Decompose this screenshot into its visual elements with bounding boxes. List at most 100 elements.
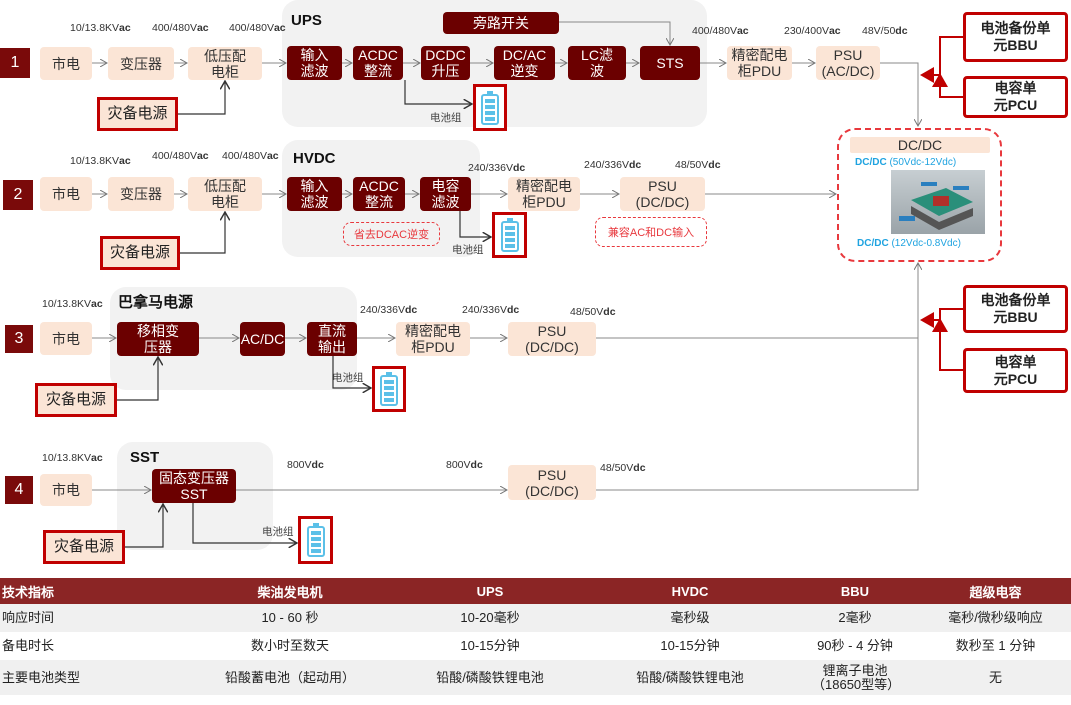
- note-ac-dc-input: 兼容AC和DC输入: [595, 217, 707, 247]
- table-header: UPS: [390, 578, 590, 604]
- table-cell: 无: [920, 660, 1071, 695]
- stage-acdc: AC/DC: [240, 322, 285, 356]
- voltage-label: 10/13.8KVac: [42, 298, 103, 310]
- stage-acdc: ACDC整流: [353, 46, 403, 80]
- table-cell: 10 - 60 秒: [190, 604, 390, 632]
- stage-solid-state-transformer: 固态变压器SST: [152, 469, 236, 503]
- battery-label: 电池组: [332, 372, 364, 384]
- table-cell: 响应时间: [0, 604, 190, 632]
- bbu-box: 电池备份单元BBU: [963, 12, 1068, 62]
- stage-phase-shift-transformer: 移相变压器: [117, 322, 199, 356]
- lv-cabinet-box: 低压配电柜: [188, 177, 262, 211]
- stage-cap-filter: 电容滤波: [420, 177, 471, 211]
- row-number-4: 4: [5, 476, 33, 504]
- grid-power-box: 市电: [40, 47, 92, 80]
- dcdc-stage-2: DC/DC (12Vdc-0.8Vdc): [857, 238, 961, 249]
- backup-power-box: 灾备电源: [97, 97, 178, 131]
- voltage-label: 230/400Vac: [784, 25, 841, 37]
- voltage-label: 48V/50dc: [862, 25, 908, 37]
- table-cell: 锂离子电池（18650型等）: [790, 660, 920, 695]
- table-cell: 铅酸蓄电池（起动用）: [190, 660, 390, 695]
- voltage-label: 10/13.8KVac: [42, 452, 103, 464]
- table-cell: 2毫秒: [790, 604, 920, 632]
- table-cell: 数秒至 1 分钟: [955, 638, 1036, 653]
- stage-sts: STS: [640, 46, 700, 80]
- psu-box: PSU (AC/DC): [816, 46, 880, 80]
- panama-label: 巴拿马电源: [118, 294, 194, 311]
- dcdc-title: DC/DC: [850, 137, 990, 153]
- voltage-label: 240/336Vdc: [584, 159, 642, 171]
- table-cell: 备电时长: [2, 638, 55, 653]
- psu-box: PSU (DC/DC): [508, 322, 596, 356]
- table-header: BBU: [790, 578, 920, 604]
- table-cell: 毫秒级: [590, 604, 790, 632]
- dcdc-stage-1: DC/DC (50Vdc-12Vdc): [855, 157, 957, 168]
- voltage-label: 240/336Vdc: [360, 304, 418, 316]
- voltage-label: 400/480Vac: [152, 22, 209, 34]
- transformer-box: 变压器: [108, 47, 174, 80]
- table-header: 柴油发电机: [190, 578, 390, 604]
- table-cell: 铅酸/磷酸铁锂电池: [590, 660, 790, 695]
- stage-dcac: DC/AC逆变: [494, 46, 555, 80]
- stage-lc-filter: LC滤波: [568, 46, 626, 80]
- battery-icon: [492, 212, 527, 258]
- stage-input-filter: 输入滤波: [287, 46, 342, 80]
- battery-label: 电池组: [430, 112, 462, 124]
- stage-dc-output: 直流输出: [307, 322, 357, 356]
- table-cell: 10-20毫秒: [390, 604, 590, 632]
- voltage-label: 400/480Vac: [222, 150, 279, 162]
- backup-power-box: 灾备电源: [43, 530, 125, 564]
- dcdc-group: [837, 128, 1002, 262]
- table-row: 主要电池类型铅酸蓄电池（起动用）铅酸/磷酸铁锂电池铅酸/磷酸铁锂电池锂离子电池（…: [0, 660, 1071, 695]
- voltage-label: 800Vdc: [446, 459, 483, 471]
- table-cell: 毫秒/微秒级响应: [920, 604, 1071, 632]
- table-header: 技术指标: [0, 578, 190, 604]
- voltage-label: 240/336Vdc: [462, 304, 520, 316]
- pdu-box: 精密配电柜PDU: [396, 322, 470, 356]
- note-no-dcac: 省去DCAC逆变: [343, 222, 440, 246]
- battery-icon: [372, 366, 406, 412]
- ups-label: UPS: [291, 12, 322, 29]
- psu-box: PSU (DC/DC): [508, 465, 596, 500]
- row-number-2: 2: [3, 180, 33, 210]
- voltage-label: 400/480Vac: [152, 150, 209, 162]
- pcu-box: 电容单元PCU: [963, 76, 1068, 118]
- bypass-switch-box: 旁路开关: [443, 12, 559, 34]
- stage-dcdc: DCDC升压: [421, 46, 470, 80]
- table-cell: 主要电池类型: [0, 660, 190, 695]
- table-cell: 数小时至数天: [250, 638, 329, 653]
- voltage-label: 48/50Vdc: [675, 159, 721, 171]
- row-number-1: 1: [0, 48, 30, 78]
- voltage-label: 10/13.8KVac: [70, 155, 131, 167]
- battery-label: 电池组: [262, 526, 294, 538]
- pdu-box: 精密配电柜PDU: [508, 177, 580, 211]
- stage-acdc: ACDC整流: [353, 177, 405, 211]
- backup-power-box: 灾备电源: [100, 236, 180, 270]
- table-cell: 10-15分钟: [460, 638, 520, 653]
- table-header: 超级电容: [920, 578, 1071, 604]
- chip-image: [891, 170, 985, 234]
- table-cell: 90秒 - 4 分钟: [817, 638, 893, 653]
- sst-label: SST: [130, 449, 160, 466]
- voltage-label: 10/13.8KVac: [70, 22, 131, 34]
- backup-power-box: 灾备电源: [35, 383, 117, 417]
- voltage-label: 48/50Vdc: [600, 462, 646, 474]
- stage-input-filter: 输入滤波: [287, 177, 342, 211]
- battery-label: 电池组: [452, 244, 484, 256]
- battery-icon: [473, 84, 507, 131]
- table-header: HVDC: [590, 578, 790, 604]
- row-number-3: 3: [5, 325, 33, 353]
- battery-icon: [298, 516, 333, 564]
- voltage-label: 800Vdc: [287, 459, 324, 471]
- pcu-box: 电容单元PCU: [963, 348, 1068, 393]
- hvdc-label: HVDC: [293, 150, 336, 167]
- psu-box: PSU (DC/DC): [620, 177, 705, 211]
- pdu-box: 精密配电柜PDU: [727, 46, 792, 80]
- lv-cabinet-box: 低压配电柜: [188, 47, 262, 80]
- bbu-box: 电池备份单元BBU: [963, 285, 1068, 333]
